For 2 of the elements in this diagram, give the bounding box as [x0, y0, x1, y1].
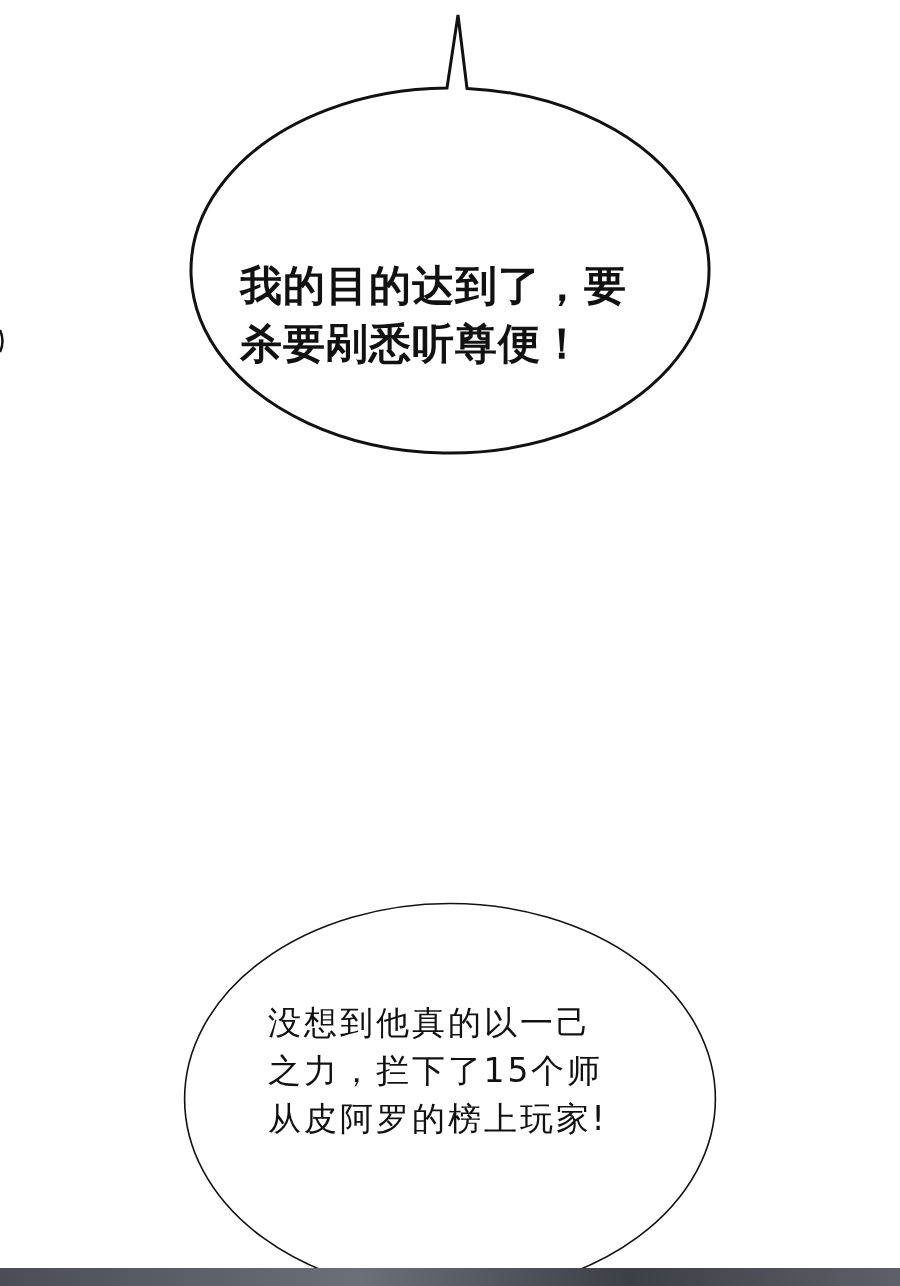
speech-text: 我的目的达到了，要杀要剐悉听尊便！ — [240, 260, 628, 370]
speech-text: 没想到他真的以一己之力，拦下了15个师从皮阿罗的榜上玩家! — [267, 1002, 609, 1140]
